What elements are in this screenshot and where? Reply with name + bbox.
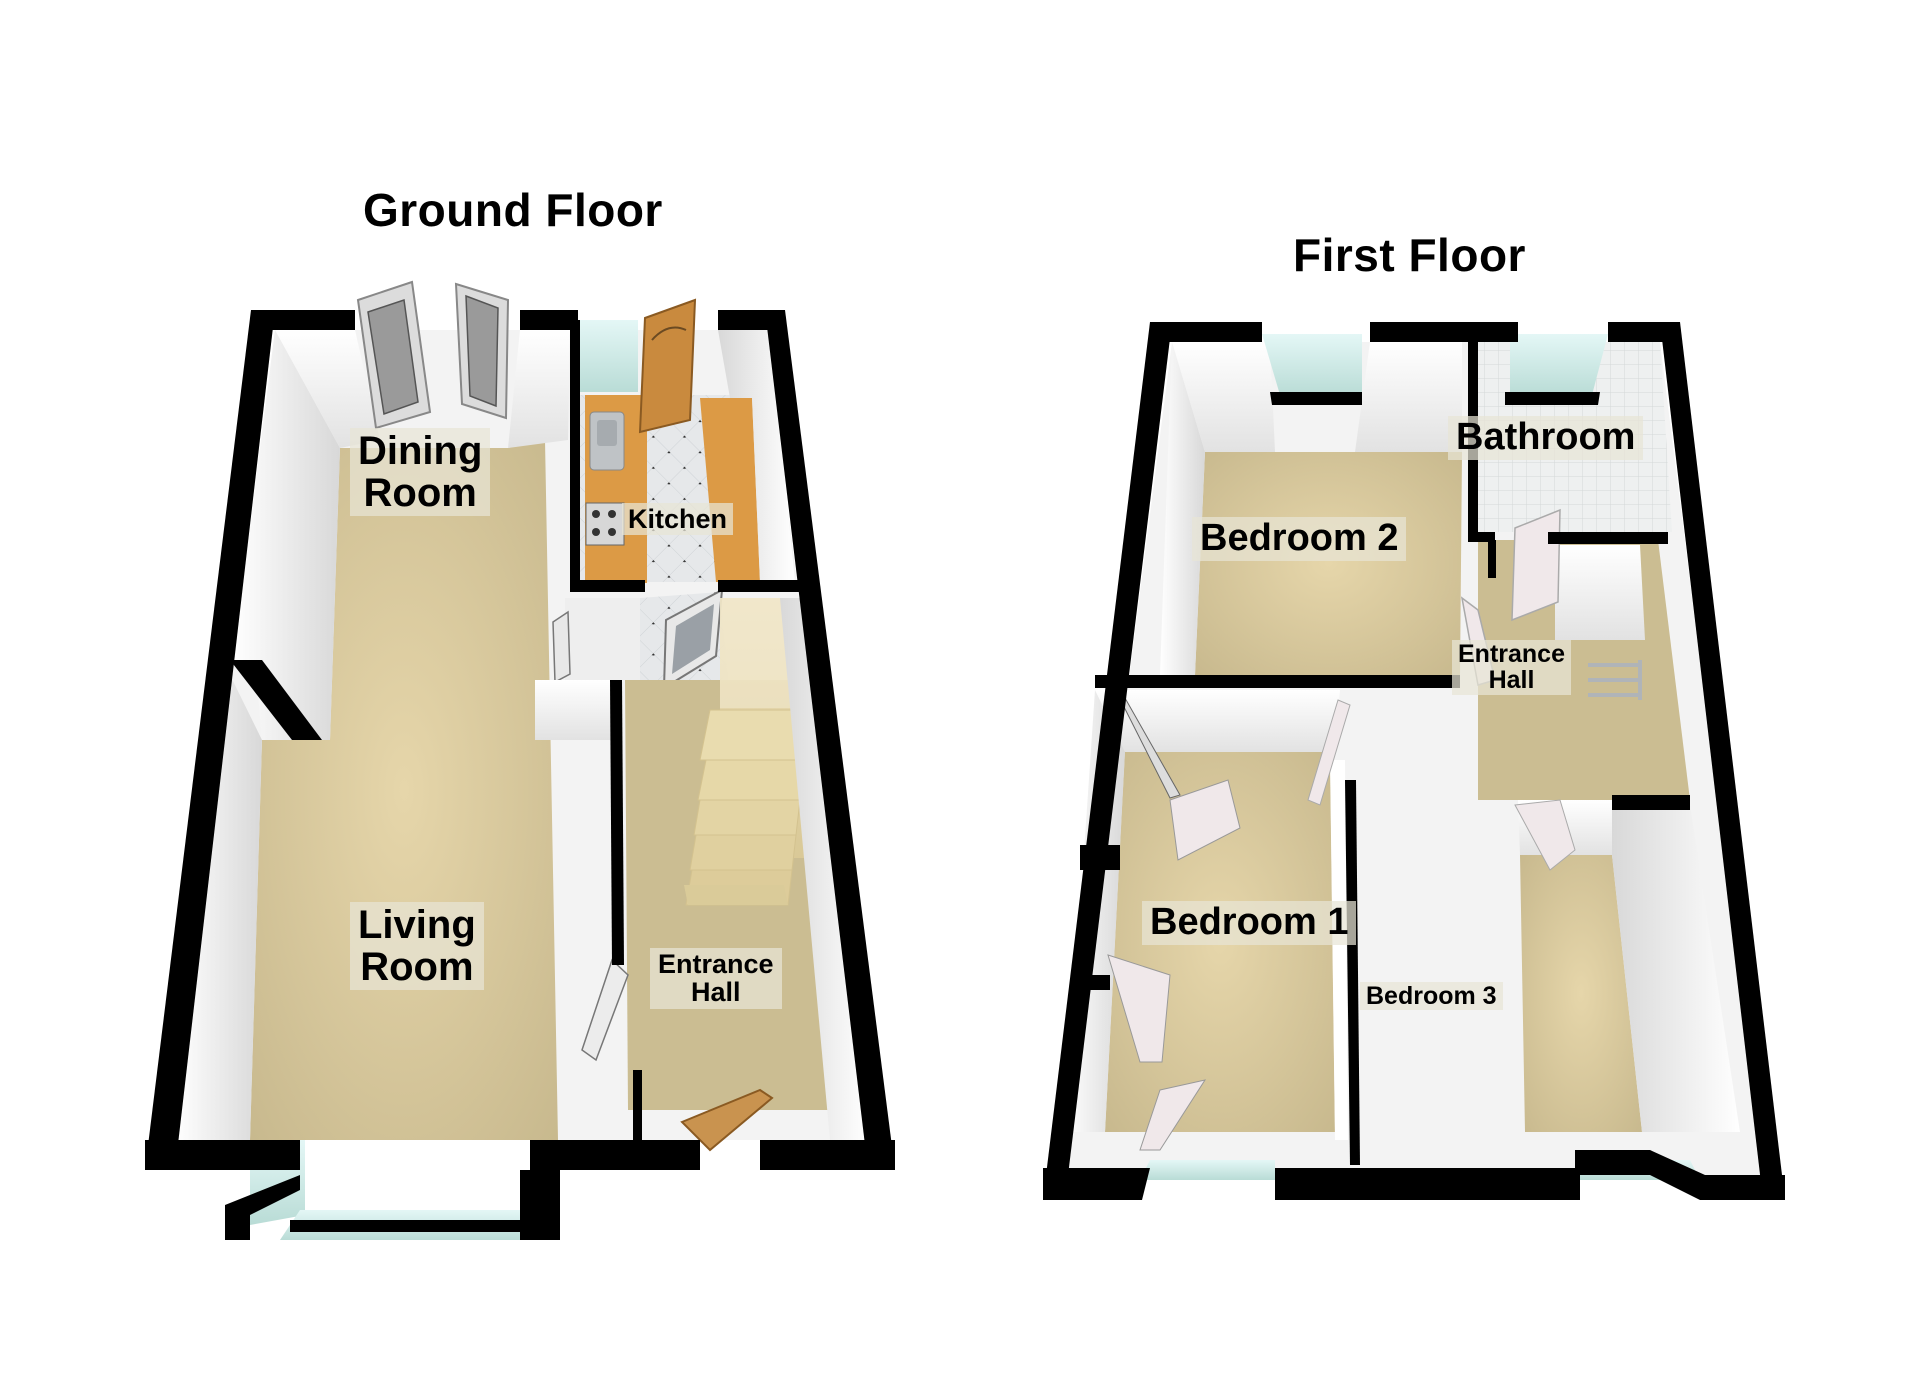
bedroom-3-label: Bedroom 3 [1366,982,1497,1010]
ground-entrance-hall-label-line-2: Hall [691,977,741,1008]
kitchen-label: Kitchen [628,504,728,534]
first-floor-walls [1043,322,1785,1200]
bedroom-1-label: Bedroom 1 [1150,901,1349,943]
first-floor-title: First Floor [1293,229,1526,281]
first-floor-plan [1043,322,1785,1200]
room-label-bedroom-1: Bedroom 1 [1142,901,1357,945]
living-room-label-line-1: Living [358,903,476,947]
ground-floor-plan [145,280,895,1240]
ground-floor-title: Ground Floor [363,184,663,236]
room-label-ground-entrance-hall: Entrance Hall [650,948,782,1009]
bathroom-label: Bathroom [1456,416,1636,458]
living-room-label-line-2: Room [360,945,474,989]
room-label-dining-room: Dining Room [350,428,491,516]
ground-floor-walls [145,310,895,1240]
first-entrance-hall-label-line-2: Hall [1488,666,1535,695]
room-label-bathroom: Bathroom [1448,416,1644,460]
dining-room-label-line-1: Dining [358,429,483,473]
bedroom-2-label: Bedroom 2 [1200,517,1399,559]
room-label-kitchen: Kitchen [622,503,734,536]
ground-entrance-hall-label-line-1: Entrance [658,949,774,979]
room-label-bedroom-2: Bedroom 2 [1192,517,1407,561]
french-doors [356,280,510,430]
room-label-bedroom-3: Bedroom 3 [1360,982,1503,1011]
room-label-first-entrance-hall: Entrance Hall [1452,640,1571,695]
first-entrance-hall-label-line-1: Entrance [1458,640,1565,668]
kitchen-area [578,298,795,583]
room-label-living-room: Living Room [350,902,484,990]
dining-room-label-line-2: Room [363,471,477,515]
